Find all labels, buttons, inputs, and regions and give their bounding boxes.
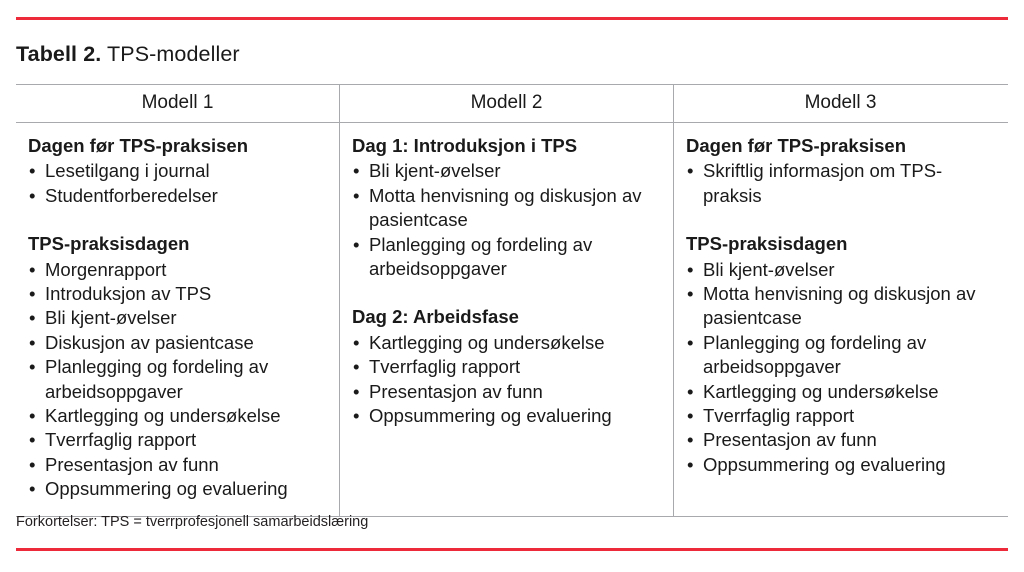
table-cell-modell-2: Dag 1: Introduksjon i TPS Bli kjent-øvel… [339,123,674,516]
list-item: Tverrfaglig rapport [686,404,997,429]
list-item: Planlegging og fordeling av arbeidsoppga… [28,355,329,404]
list-item: Introduksjon av TPS [28,282,329,307]
list-item: Skriftlig informasjon om TPS-praksis [686,159,997,208]
content-block: Dag 1: Introduksjon i TPS Bli kjent-øvel… [352,134,663,281]
block-heading: Dagen før TPS-praksisen [686,135,907,156]
list-item: Bli kjent-øvelser [28,306,329,331]
content-block: Dag 2: Arbeidsfase Kartlegging og unders… [352,305,663,428]
table-footnote: Forkortelser: TPS = tverrprofesjonell sa… [16,514,369,530]
bullet-list: Kartlegging og undersøkelse Tverrfaglig … [352,331,663,429]
table-caption: Tabell 2. TPS-modeller [16,40,240,68]
list-item: Tverrfaglig rapport [352,355,663,380]
list-item: Oppsummering og evaluering [28,477,329,502]
list-item: Lesetilgang i journal [28,159,329,184]
column-header-modell-3: Modell 3 [804,92,877,113]
list-item: Motta henvisning og diskusjon av pasient… [352,184,663,233]
table-header-row: Modell 1 Modell 2 Modell 3 [16,85,1008,123]
top-red-rule [16,17,1008,20]
list-item: Planlegging og fordeling av arbeidsoppga… [352,233,663,282]
list-item: Presentasjon av funn [352,380,663,405]
content-block: TPS-praksisdagen Morgenrapport Introduks… [28,232,329,502]
bullet-list: Bli kjent-øvelser Motta henvisning og di… [352,159,663,281]
list-item: Kartlegging og undersøkelse [686,380,997,405]
list-item: Bli kjent-øvelser [686,258,997,283]
bullet-list: Bli kjent-øvelser Motta henvisning og di… [686,258,997,478]
block-heading: Dag 2: Arbeidsfase [352,306,519,328]
content-block: TPS-praksisdagen Bli kjent-øvelser Motta… [686,232,997,477]
bottom-red-rule [16,548,1008,551]
list-item: Planlegging og fordeling av arbeidsoppga… [686,331,997,380]
block-heading: Dag 1: Introduksjon i TPS [352,135,578,156]
block-heading: TPS-praksisdagen [28,233,190,255]
block-heading: TPS-praksisdagen [686,233,848,255]
caption-label: Tabell 2. [16,42,102,66]
list-item: Studentforberedelser [28,184,329,209]
list-item: Kartlegging og undersøkelse [352,331,663,356]
bullet-list: Morgenrapport Introduksjon av TPS Bli kj… [28,258,329,502]
data-table: Modell 1 Modell 2 Modell 3 Dagen før TPS… [16,84,1008,517]
list-item: Oppsummering og evaluering [686,453,997,478]
block-heading: Dagen før TPS-praksisen [28,135,249,156]
list-item: Motta henvisning og diskusjon av pasient… [686,282,997,331]
bullet-list: Lesetilgang i journal Studentforberedels… [28,159,329,208]
list-item: Tverrfaglig rapport [28,428,329,453]
bullet-list: Skriftlig informasjon om TPS-praksis [686,159,997,208]
list-item: Kartlegging og undersøkelse [28,404,329,429]
list-item: Morgenrapport [28,258,329,283]
table-cell-modell-3: Dagen før TPS-praksisen Skriftlig inform… [674,123,1007,516]
list-item: Oppsummering og evaluering [352,404,663,429]
column-header-modell-1: Modell 1 [141,92,214,113]
caption-title: TPS-modeller [107,42,240,66]
list-item: Presentasjon av funn [28,453,329,478]
list-item: Bli kjent-øvelser [352,159,663,184]
list-item: Diskusjon av pasientcase [28,331,329,356]
table-body-row: Dagen før TPS-praksisen Lesetilgang i jo… [16,123,1008,516]
column-header-modell-2: Modell 2 [339,85,674,122]
table-cell-modell-1: Dagen før TPS-praksisen Lesetilgang i jo… [16,123,339,516]
list-item: Presentasjon av funn [686,428,997,453]
content-block: Dagen før TPS-praksisen Lesetilgang i jo… [28,134,329,209]
content-block: Dagen før TPS-praksisen Skriftlig inform… [686,134,997,208]
